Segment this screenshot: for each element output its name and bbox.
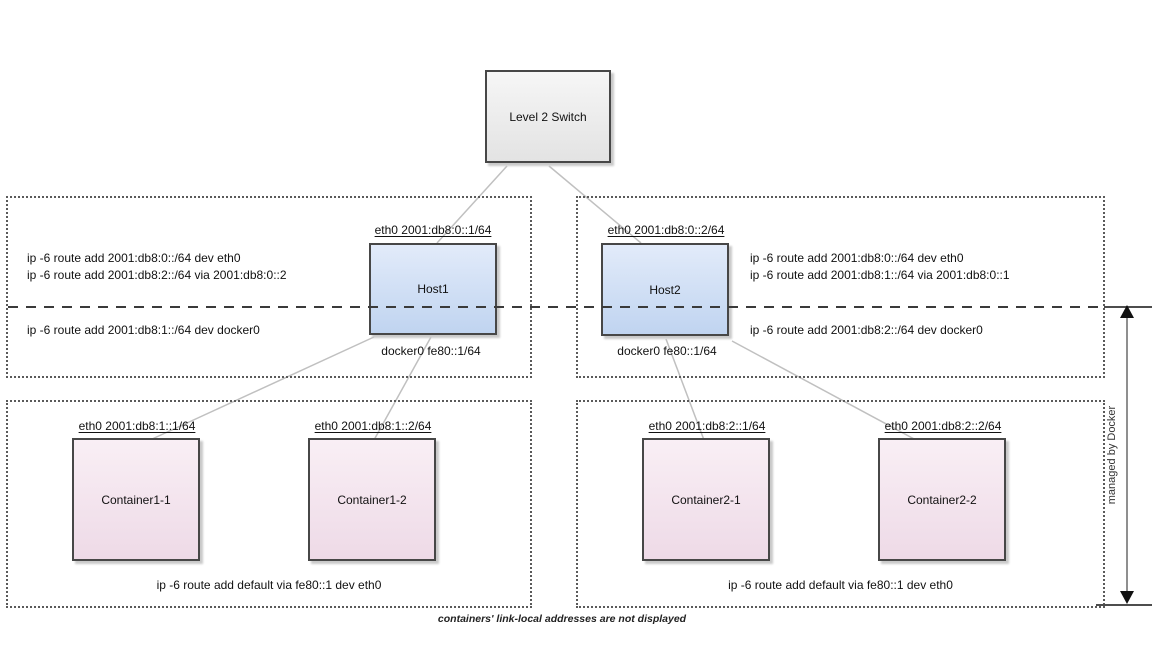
containers2-default-route: ip -6 route add default via fe80::1 dev … xyxy=(728,578,953,592)
managed-by-docker-label: managed by Docker xyxy=(1106,405,1118,505)
container2-1-label: Container2-1 xyxy=(671,492,741,507)
container1-2-node: Container1-2 xyxy=(308,438,436,561)
containers1-default-route: ip -6 route add default via fe80::1 dev … xyxy=(156,578,382,592)
host2-route-1: ip -6 route add 2001:db8:0::/64 dev eth0 xyxy=(750,251,964,265)
host1-route-1: ip -6 route add 2001:db8:0::/64 dev eth0 xyxy=(27,251,241,265)
diagram-caption: containers' link-local addresses are not… xyxy=(437,613,687,625)
container1-1-node: Container1-1 xyxy=(72,438,200,561)
host1-eth0-routes: ip -6 route add 2001:db8:0::/64 dev eth0… xyxy=(27,250,287,284)
container1-1-label: Container1-1 xyxy=(101,492,171,507)
containers1-region-border xyxy=(6,400,532,608)
containers2-region-border xyxy=(576,400,1105,608)
host2-region-border xyxy=(576,196,1105,378)
container2-1-node: Container2-1 xyxy=(642,438,770,561)
container1-2-eth0-label: eth0 2001:db8:1::2/64 xyxy=(314,419,432,433)
container2-2-label: Container2-2 xyxy=(907,492,977,507)
level2-switch-label: Level 2 Switch xyxy=(509,109,587,124)
host2-node: Host2 xyxy=(601,243,729,336)
container2-2-node: Container2-2 xyxy=(878,438,1006,561)
level2-switch-node: Level 2 Switch xyxy=(485,70,611,163)
container1-1-eth0-label: eth0 2001:db8:1::1/64 xyxy=(78,419,196,433)
host2-eth0-label: eth0 2001:db8:0::2/64 xyxy=(607,223,725,237)
host2-docker0-label: docker0 fe80::1/64 xyxy=(617,344,717,358)
host1-docker0-route: ip -6 route add 2001:db8:1::/64 dev dock… xyxy=(27,323,260,337)
host1-region-border xyxy=(6,196,532,378)
host1-docker0-label: docker0 fe80::1/64 xyxy=(381,344,481,358)
host1-eth0-label: eth0 2001:db8:0::1/64 xyxy=(374,223,492,237)
host1-node: Host1 xyxy=(369,243,497,335)
container2-1-eth0-label: eth0 2001:db8:2::1/64 xyxy=(648,419,766,433)
container2-2-eth0-label: eth0 2001:db8:2::2/64 xyxy=(884,419,1002,433)
container1-2-label: Container1-2 xyxy=(337,492,407,507)
managed-scope-arrowhead-down-icon xyxy=(1120,591,1134,604)
host2-label: Host2 xyxy=(649,282,681,297)
host2-eth0-routes: ip -6 route add 2001:db8:0::/64 dev eth0… xyxy=(750,250,1010,284)
host1-label: Host1 xyxy=(417,282,449,296)
managed-scope-arrowhead-up-icon xyxy=(1120,305,1134,318)
host2-docker0-route: ip -6 route add 2001:db8:2::/64 dev dock… xyxy=(750,323,983,337)
host1-route-2: ip -6 route add 2001:db8:2::/64 via 2001… xyxy=(27,268,287,282)
host2-route-2: ip -6 route add 2001:db8:1::/64 via 2001… xyxy=(750,268,1010,282)
